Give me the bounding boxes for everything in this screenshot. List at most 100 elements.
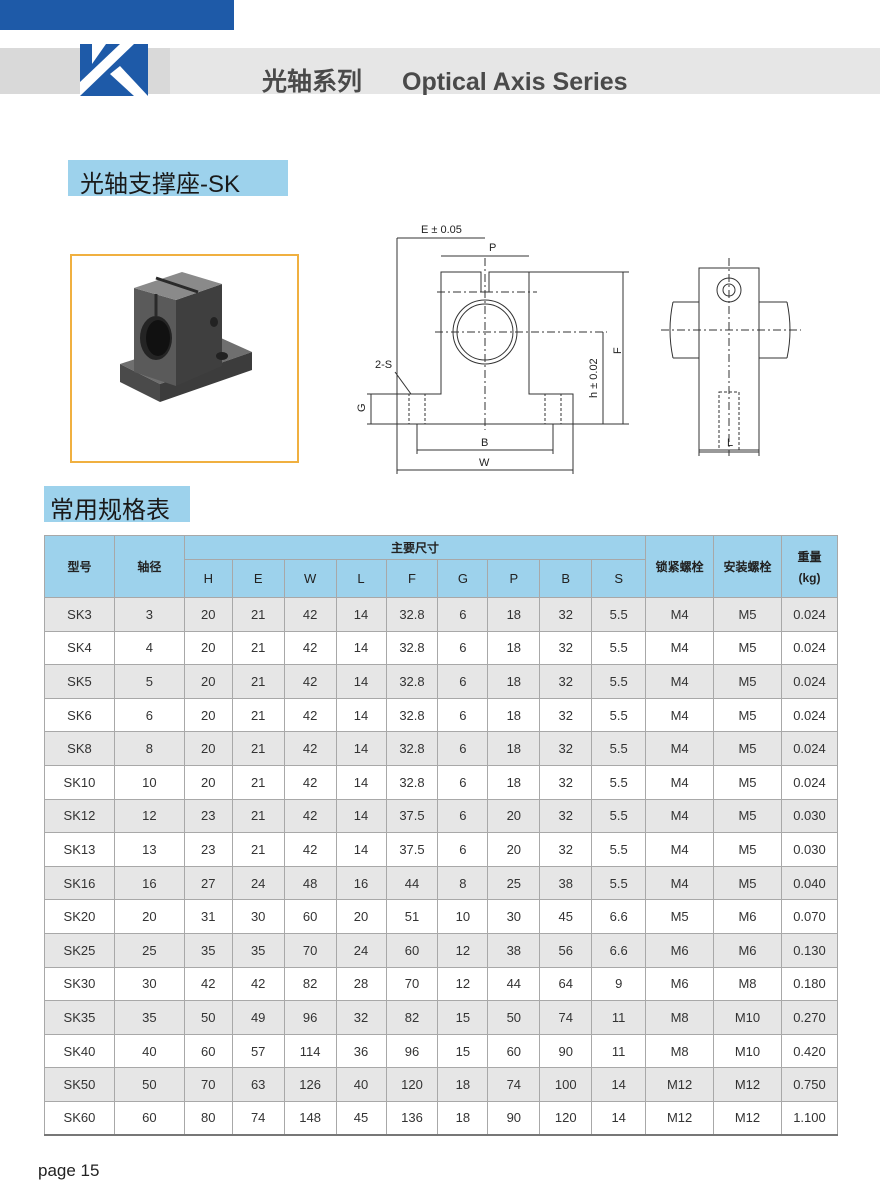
- table-cell: SK4: [44, 630, 115, 666]
- table-cell: 60: [283, 899, 337, 934]
- table-cell: 70: [183, 1067, 233, 1102]
- table-cell: SK13: [44, 832, 115, 867]
- table-cell: 44: [385, 865, 439, 901]
- table-cell: 32.8: [385, 764, 439, 800]
- label-s: 2-S: [375, 359, 392, 371]
- table-cell: 8: [437, 865, 489, 901]
- table-cell: 42: [283, 764, 337, 800]
- table-cell: M4: [645, 798, 715, 834]
- table-cell: 0.180: [780, 966, 839, 1002]
- table-cell: 3: [113, 597, 185, 632]
- table-cell: 14: [335, 764, 387, 800]
- table-cell: M12: [645, 1100, 715, 1136]
- table-cell: 6: [437, 832, 489, 867]
- label-g: G: [356, 403, 368, 412]
- table-cell: SK8: [44, 731, 115, 766]
- table-cell: 0.030: [780, 798, 839, 834]
- table-cell: 12: [437, 966, 489, 1002]
- table-cell: 35: [231, 932, 285, 968]
- header-weight-label: 重量: [797, 550, 822, 564]
- table-cell: 0.024: [780, 731, 839, 766]
- table-cell: 23: [183, 798, 233, 834]
- label-p: P: [489, 242, 496, 254]
- table-cell: 6: [437, 764, 489, 800]
- table-cell: 25: [487, 865, 541, 901]
- table-cell: 32.8: [385, 697, 439, 733]
- header-dim: L: [335, 559, 387, 598]
- table-cell: M5: [713, 832, 782, 867]
- table-cell: 18: [487, 597, 541, 632]
- table-cell: 14: [335, 597, 387, 632]
- table-cell: 5.5: [591, 664, 647, 699]
- table-cell: M12: [645, 1067, 715, 1102]
- table-cell: SK40: [44, 1033, 115, 1069]
- table-cell: 13: [113, 832, 185, 867]
- table-cell: 63: [231, 1067, 285, 1102]
- header-dim: W: [283, 559, 337, 598]
- table-cell: 24: [335, 932, 387, 968]
- table-cell: 15: [437, 1033, 489, 1069]
- table-cell: 49: [231, 1000, 285, 1035]
- table-cell: M12: [713, 1067, 782, 1102]
- label-b: B: [481, 437, 488, 449]
- table-cell: 6.6: [591, 899, 647, 934]
- table-cell: 12: [437, 932, 489, 968]
- header-dim: P: [487, 559, 541, 598]
- table-cell: SK60: [44, 1100, 115, 1136]
- table-cell: 64: [539, 966, 593, 1002]
- table-cell: 21: [231, 630, 285, 666]
- header-dim: B: [539, 559, 593, 598]
- table-cell: M5: [713, 697, 782, 733]
- table-cell: 80: [183, 1100, 233, 1136]
- table-cell: 5.5: [591, 832, 647, 867]
- table-cell: 1.100: [780, 1100, 839, 1136]
- table-cell: M5: [713, 865, 782, 901]
- table-cell: 37.5: [385, 798, 439, 834]
- table-cell: 27: [183, 865, 233, 901]
- table-cell: 5.5: [591, 798, 647, 834]
- table-cell: 6: [113, 697, 185, 733]
- table-cell: 21: [231, 597, 285, 632]
- table-cell: M5: [645, 899, 715, 934]
- table-cell: 51: [385, 899, 439, 934]
- table-cell: 60: [385, 932, 439, 968]
- label-f: F: [612, 347, 624, 354]
- table-cell: SK12: [44, 798, 115, 834]
- table-cell: 96: [283, 1000, 337, 1035]
- table-cell: 0.040: [780, 865, 839, 901]
- table-cell: SK30: [44, 966, 115, 1002]
- table-cell: 32: [539, 798, 593, 834]
- table-cell: M5: [713, 597, 782, 632]
- table-cell: M4: [645, 630, 715, 666]
- table-cell: 32.8: [385, 731, 439, 766]
- table-cell: 24: [231, 865, 285, 901]
- header-dim: G: [437, 559, 489, 598]
- table-cell: M10: [713, 1033, 782, 1069]
- table-cell: 11: [591, 1000, 647, 1035]
- table-cell: 60: [183, 1033, 233, 1069]
- table-cell: M6: [645, 932, 715, 968]
- table-cell: 120: [385, 1067, 439, 1102]
- table-cell: 12: [113, 798, 185, 834]
- table-cell: M5: [713, 764, 782, 800]
- header-mount-bolt: 安装螺栓: [713, 535, 782, 598]
- table-cell: SK6: [44, 697, 115, 733]
- table-cell: 32: [539, 664, 593, 699]
- table-cell: 14: [335, 630, 387, 666]
- table-cell: M6: [645, 966, 715, 1002]
- table-cell: 35: [183, 932, 233, 968]
- table-cell: 32.8: [385, 597, 439, 632]
- table-cell: M10: [713, 1000, 782, 1035]
- product-title: 光轴支撑座-SK: [68, 160, 288, 198]
- table-cell: M12: [713, 1100, 782, 1136]
- table-cell: 20: [183, 697, 233, 733]
- table-cell: 6: [437, 664, 489, 699]
- table-cell: M4: [645, 597, 715, 632]
- table-cell: 60: [487, 1033, 541, 1069]
- table-cell: 20: [487, 832, 541, 867]
